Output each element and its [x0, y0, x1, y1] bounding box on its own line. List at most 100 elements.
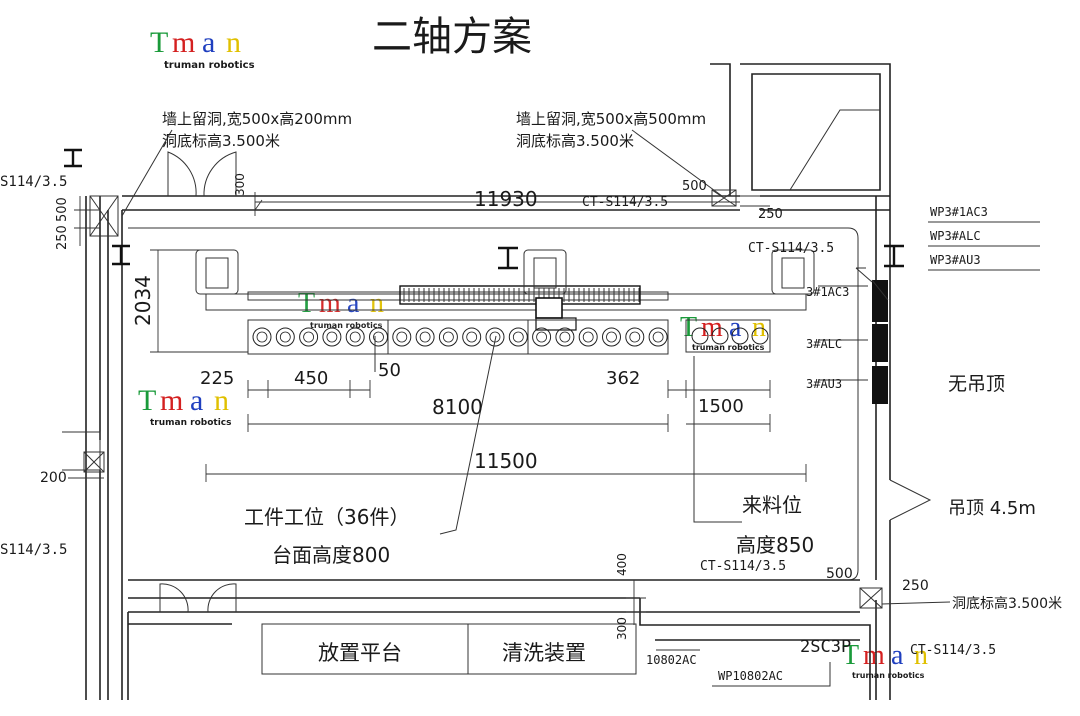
workpiece-ring [415, 327, 435, 347]
dim-400: 400 [615, 553, 629, 576]
workpiece-ring [625, 327, 645, 347]
workpiece-ring [252, 327, 272, 347]
workpiece-ring [485, 327, 505, 347]
logo-letter-a: a [347, 288, 360, 319]
dim-11930: 11930 [474, 187, 538, 211]
dim-225: 225 [200, 368, 234, 389]
logo-tagline: truman robotics [852, 671, 925, 680]
workpiece-ring-inner [349, 331, 361, 343]
tag-alc: 3#ALC [806, 337, 842, 351]
door-bottom-left [159, 583, 237, 613]
hole-right-line2: 洞底标高3.500米 [516, 132, 634, 150]
label-feed: 来料位 [742, 493, 802, 517]
feed-station [685, 319, 771, 353]
dimension-values: 11930 500 250 300 500 250 2034 225 450 5… [40, 173, 929, 640]
feed-ring [751, 327, 769, 345]
code-2sc3: 2SC3P [800, 637, 851, 657]
code-wp10802: WP10802AC [718, 669, 783, 683]
logo-letter-t: T [138, 384, 156, 417]
label-no-ceiling: 无吊顶 [948, 373, 1005, 395]
logo-bottom-right: T m a n truman robotics [842, 640, 928, 680]
feed-ring [731, 327, 749, 345]
logo-letter-a: a [202, 26, 215, 59]
workpiece-ring-inner [466, 331, 478, 343]
workpiece-ring [392, 327, 412, 347]
workpiece-ring-inner [442, 331, 454, 343]
hole-left-line2: 洞底标高3.500米 [162, 132, 280, 150]
label-wp-alc: WP3#ALC [930, 229, 981, 243]
label-cleaning: 清洗装置 [502, 641, 586, 665]
logo-letter-m: m [172, 26, 195, 59]
logo-tagline: truman robotics [310, 321, 383, 330]
tag-au3: 3#AU3 [806, 377, 842, 391]
dim-500-top: 500 [682, 179, 707, 194]
logo-mid-left: T m a n truman robotics [138, 384, 231, 428]
logo-tagline: truman robotics [692, 343, 765, 352]
workpiece-ring-inner [629, 331, 641, 343]
logo-letter-a: a [891, 640, 904, 671]
electrical-cabinets [855, 267, 889, 404]
cleaning-device [467, 623, 637, 675]
logo-letter-t: T [680, 312, 697, 343]
code-10802: 10802AC [646, 653, 697, 667]
dim-200: 200 [40, 470, 67, 486]
label-s114-bottom-left: S114/3.5 [0, 542, 67, 558]
workpiece-ring-inner [606, 331, 617, 343]
workpiece-ring [532, 327, 552, 347]
logo-letter-n: n [370, 288, 384, 319]
label-feed-height: 高度850 [736, 533, 814, 557]
logo-tagline: truman robotics [164, 60, 255, 71]
workpiece-ring-inner [652, 331, 664, 343]
label-wp-au3: WP3#AU3 [930, 253, 981, 267]
workpiece-ring-inner [536, 331, 547, 343]
dim-1500: 1500 [698, 396, 744, 417]
logo-letter-m: m [160, 384, 183, 417]
logo-center: T m a n truman robotics [298, 288, 384, 330]
door-right [889, 479, 932, 521]
door-top-left [167, 151, 237, 197]
label-ct-top: CT-S114/3.5 [582, 195, 668, 210]
label-ceiling: 吊顶 4.5m [948, 498, 1036, 519]
building-walls [62, 63, 891, 700]
dim-362: 362 [606, 368, 640, 389]
workpiece-ring-inner [559, 331, 571, 343]
annotation-texts: 墙上留洞,宽500x高200mm 洞底标高3.500米 墙上留洞,宽500x高5… [0, 110, 1062, 683]
label-workpiece: 工件工位（36件） [244, 505, 409, 529]
logo-top-left: T m a n truman robotics [150, 26, 255, 71]
logo-letter-t: T [842, 640, 859, 671]
column-symbols [64, 148, 904, 270]
workpiece-ring-inner [326, 331, 338, 343]
label-placement: 放置平台 [318, 641, 402, 665]
hole-right-line1: 墙上留洞,宽500x高500mm [516, 110, 706, 128]
workpiece-ring-inner [582, 331, 594, 343]
workpiece-ring-inner [419, 331, 431, 343]
dim-450: 450 [294, 368, 328, 389]
workpiece-ring-inner [512, 331, 524, 343]
dim-250-bottom: 250 [902, 578, 929, 594]
dim-250-left: 250 [55, 225, 70, 250]
workpiece-ring-inner [256, 331, 268, 343]
workpiece-ring-inner [303, 331, 315, 343]
logo-letter-m: m [319, 288, 341, 319]
logo-letter-a: a [190, 384, 203, 417]
drawing-title: 二轴方案 [372, 14, 532, 60]
workpiece-ring [345, 327, 365, 347]
dim-300-bottom: 300 [615, 617, 629, 640]
logo-letter-m: m [863, 640, 885, 671]
dim-250-top: 250 [758, 207, 783, 222]
gantry-system [195, 249, 815, 331]
dim-8100: 8100 [432, 395, 483, 419]
label-ct-bottom: CT-S114/3.5 [700, 559, 786, 574]
dim-2034: 2034 [131, 275, 155, 326]
logo-letter-n: n [226, 26, 241, 59]
logo-letter-n: n [752, 312, 766, 343]
logo-letter-t: T [298, 288, 315, 319]
dim-300-top: 300 [233, 173, 247, 196]
workpiece-ring [369, 327, 388, 347]
workpiece-ring [602, 327, 621, 347]
dim-500-left: 500 [55, 197, 70, 222]
dim-11500: 11500 [474, 449, 538, 473]
workpiece-ring [508, 327, 528, 347]
label-ct-right: CT-S114/3.5 [748, 241, 834, 256]
